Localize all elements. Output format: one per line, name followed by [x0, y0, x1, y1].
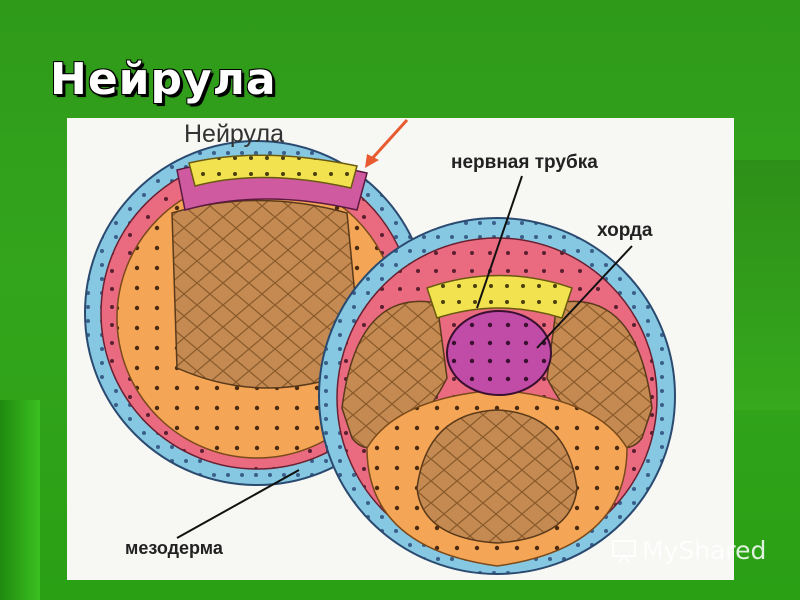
- label-neural-tube: нервная трубка: [451, 152, 598, 173]
- right-gut-cavity: [416, 409, 578, 544]
- presentation-icon: [612, 540, 636, 564]
- watermark-text: MyShared: [642, 536, 767, 565]
- label-chorda: хорда: [597, 220, 653, 241]
- chorda-leader: [536, 245, 633, 349]
- pointer-arrow: [365, 118, 409, 168]
- slide-title: Нейрула: [50, 54, 277, 105]
- mesoderm-leader: [176, 469, 300, 539]
- left-neural-plate: [188, 154, 358, 189]
- neurula-figure: Нейрула нервная трубка хорда мезодерма: [67, 118, 734, 580]
- chorda: [446, 310, 552, 396]
- neurula-diagram: [84, 118, 676, 575]
- label-mesoderm: мезодерма: [125, 538, 223, 558]
- decorative-stripe-left: [0, 400, 40, 600]
- decorative-stripe-right: [730, 160, 800, 410]
- diagram-heading: Нейрула: [184, 120, 284, 148]
- right-embryo: [318, 217, 676, 575]
- neural-tube-leader: [476, 175, 523, 309]
- neural-tube: [426, 274, 573, 319]
